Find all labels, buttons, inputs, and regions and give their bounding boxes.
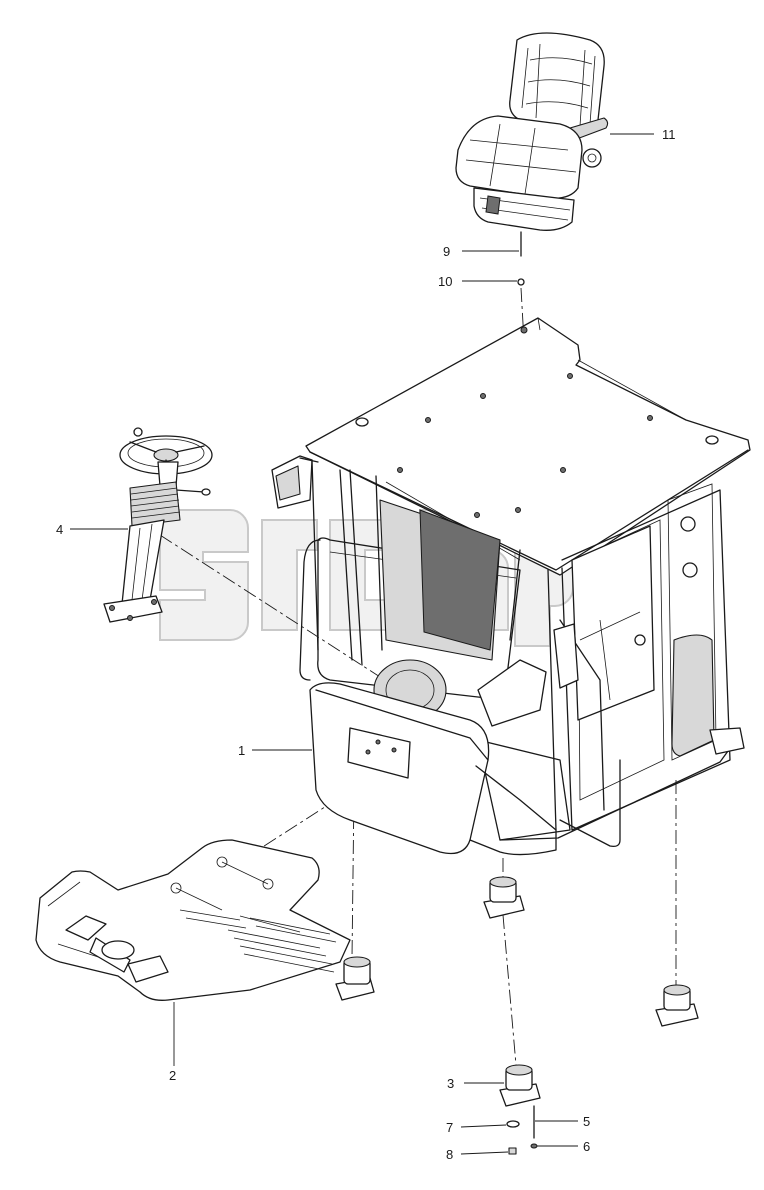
steering-column (103, 427, 213, 623)
mount-front-right (483, 876, 525, 919)
callout-10: 10 (438, 274, 452, 289)
callout-6: 6 (583, 1139, 590, 1154)
callout-9: 9 (443, 244, 450, 259)
callout-3: 3 (447, 1076, 454, 1091)
callout-4: 4 (56, 522, 63, 537)
cab-assembly (271, 317, 751, 856)
mount-exploded (499, 1064, 541, 1155)
callout-2: 2 (169, 1068, 176, 1083)
mount-rear-right (655, 984, 699, 1027)
callout-8: 8 (446, 1147, 453, 1162)
callout-7: 7 (446, 1120, 453, 1135)
floor-mat (35, 839, 351, 1001)
callout-1: 1 (238, 743, 245, 758)
cab-mounts (335, 876, 699, 1155)
callout-5: 5 (583, 1114, 590, 1129)
callout-leaders (70, 133, 654, 1155)
seat-assembly (455, 32, 609, 286)
callout-labels: 1 2 3 4 5 6 7 8 9 10 11 (56, 127, 676, 1162)
callout-11: 11 (662, 127, 676, 142)
mount-front-left (335, 956, 375, 1001)
